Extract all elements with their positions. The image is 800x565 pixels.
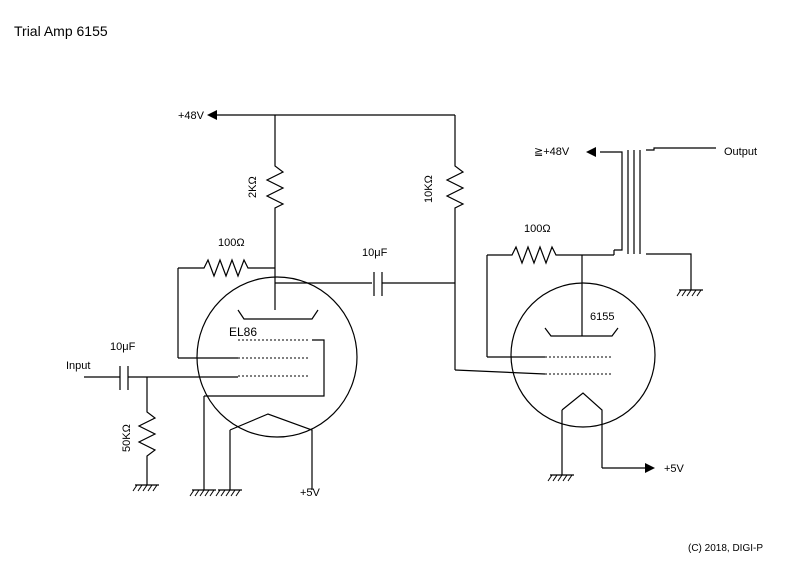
resistor-feedback-el86-label: 100Ω [218, 237, 245, 249]
resistor-feedback-6155-label: 100Ω [524, 223, 551, 235]
supply-label-transformer: ≧+48V [534, 146, 570, 158]
ground-el86-b [215, 489, 242, 497]
resistor-2k-label: 2KΩ [247, 176, 259, 198]
supply-label-48v: +48V [178, 110, 205, 122]
capacitor-coupling-label: 10μF [362, 247, 388, 259]
resistor-feedback-6155 [486, 245, 615, 358]
heater-6155-arrow [602, 463, 655, 473]
copyright: (C) 2018, DIGI-P [688, 543, 763, 554]
output-transformer [586, 147, 716, 297]
heater-el86-label: +5V [300, 487, 321, 499]
resistor-50k [132, 377, 159, 492]
resistor-50k-label: 50KΩ [121, 424, 133, 452]
tube-6155-label: 6155 [590, 311, 614, 323]
capacitor-coupling [373, 272, 455, 296]
tube-el86-label: EL86 [229, 325, 257, 339]
ground-6155 [547, 474, 574, 482]
supply-rail-48v [207, 110, 456, 160]
tube-el86 [196, 276, 358, 490]
input-label: Input [66, 360, 90, 372]
capacitor-input [84, 366, 238, 390]
title: Trial Amp 6155 [14, 23, 108, 39]
ground-el86-a [189, 489, 216, 497]
output-label: Output [724, 146, 757, 158]
resistor-2k [265, 160, 285, 270]
resistor-10k-label: 10KΩ [423, 175, 435, 203]
capacitor-input-label: 10μF [110, 341, 136, 353]
resistor-feedback-el86 [177, 258, 275, 359]
heater-6155-label: +5V [664, 463, 685, 475]
resistor-10k [445, 160, 465, 370]
tube-6155 [510, 255, 656, 475]
